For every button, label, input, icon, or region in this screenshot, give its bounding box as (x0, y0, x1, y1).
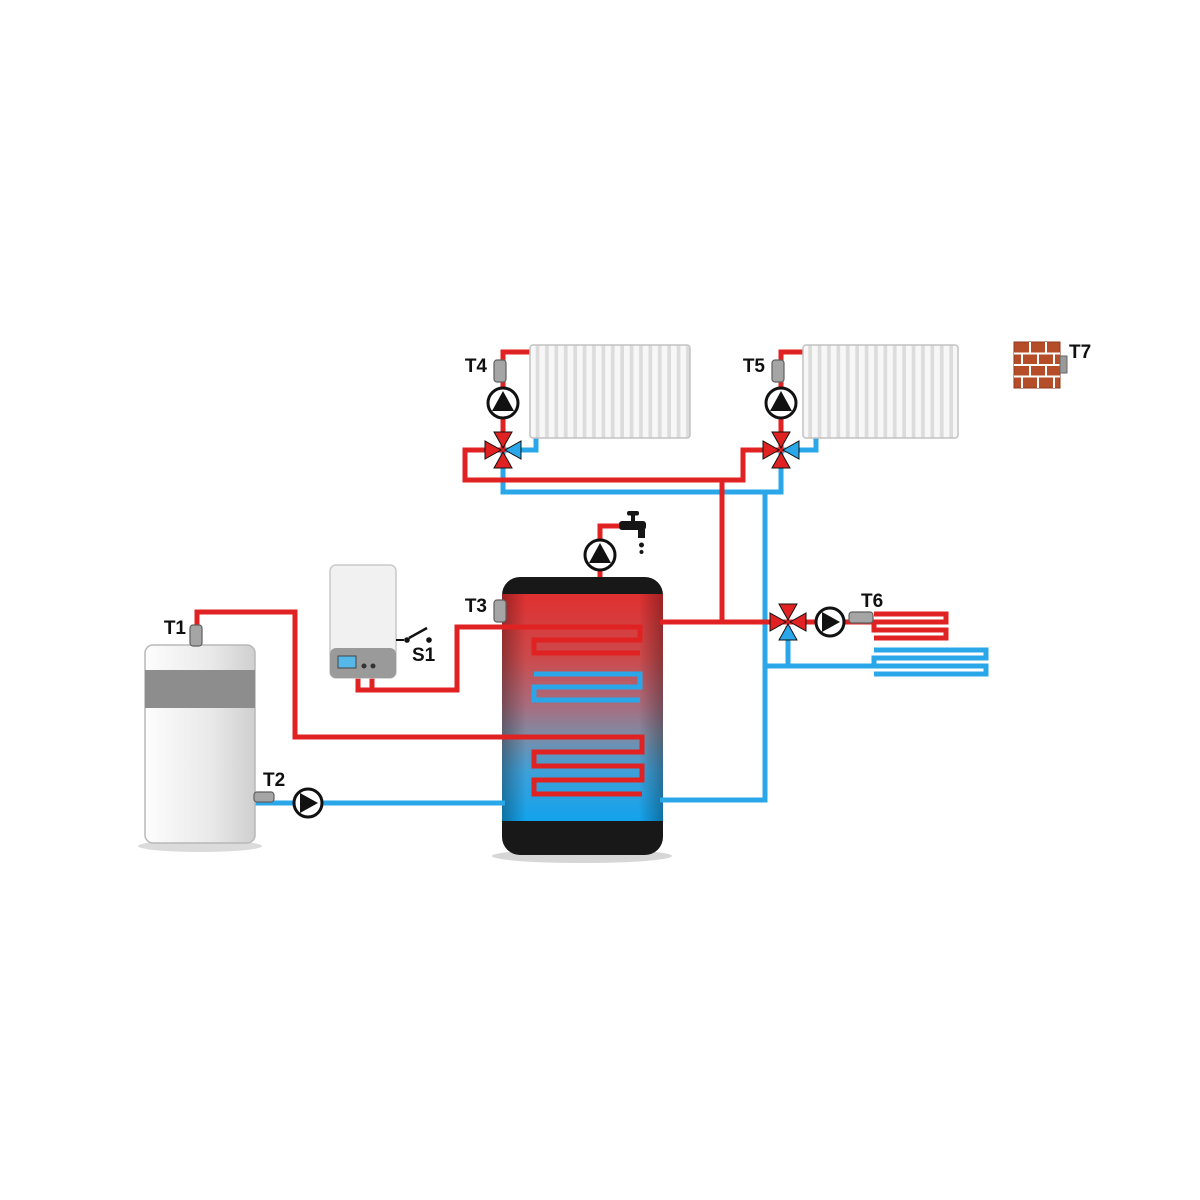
sensor-t3 (493, 599, 507, 623)
labels: T1 T2 T3 T4 T5 T6 T7 S1 (164, 342, 1091, 791)
pump-direction (822, 612, 840, 632)
pump-direction (770, 391, 792, 411)
label-t5: T5 (743, 356, 766, 377)
brick-mortar (1014, 342, 1060, 388)
valve-port (493, 431, 513, 450)
mixing-valves (484, 431, 807, 641)
valve-port (778, 603, 798, 622)
sensor-t4 (493, 359, 507, 383)
mixing-valve-floor-heating (769, 603, 807, 641)
pipe-return-main (660, 492, 768, 803)
pipe-return-trunk (500, 450, 784, 495)
valve-port (778, 622, 798, 641)
mixing-valve-radiator1 (484, 431, 522, 469)
controller-display (337, 655, 357, 669)
sensor-t6 (848, 611, 874, 624)
pump-radiator1 (486, 386, 520, 420)
valve-port (788, 612, 807, 632)
tank-shading (502, 594, 663, 821)
buffer-tank (502, 577, 663, 855)
valve-port (503, 440, 522, 460)
pump-boiler (292, 787, 324, 819)
valve-port (771, 450, 791, 469)
valve-port (493, 450, 513, 469)
pump-dhw (583, 538, 617, 572)
label-t6: T6 (861, 591, 883, 612)
wall-controller (329, 564, 397, 679)
faucet-body (619, 521, 646, 530)
pump-floor-heating (814, 606, 846, 638)
faucet-icon (619, 511, 646, 554)
switch-terminal (426, 637, 432, 643)
valve-port (484, 440, 503, 460)
water-drop (639, 550, 644, 554)
boiler-band (145, 670, 255, 708)
sensor-t1 (189, 624, 203, 647)
faucet-stem (631, 515, 635, 522)
radiator-panel (529, 344, 691, 439)
valve-port (781, 440, 800, 460)
radiator-2 (802, 344, 959, 439)
pump-direction (492, 391, 514, 411)
valve-port (771, 431, 791, 450)
pump-direction (589, 543, 611, 563)
switch-terminal (404, 637, 410, 643)
switch-blade (408, 626, 428, 640)
floor-heating-return-coil (763, 626, 989, 677)
label-t1: T1 (164, 618, 187, 639)
radiator-1 (529, 344, 691, 439)
controller-led (361, 663, 367, 669)
water-drop (639, 542, 644, 548)
boiler (144, 644, 256, 844)
faucet-handle (627, 511, 639, 516)
sensor-t7 (1059, 355, 1068, 374)
pumps (292, 386, 846, 819)
controller-led (370, 663, 376, 669)
tank-middle-coil (531, 671, 643, 703)
label-s1: S1 (412, 645, 436, 666)
pump-radiator2 (764, 386, 798, 420)
mixing-valve-radiator2 (762, 431, 800, 469)
label-t4: T4 (465, 356, 488, 377)
pump-direction (300, 793, 318, 813)
pipe-boiler-supply-lower-coil (194, 609, 645, 797)
label-t2: T2 (263, 770, 285, 791)
label-t3: T3 (465, 596, 487, 617)
faucet-spout (638, 529, 645, 538)
sensor-t5 (771, 359, 785, 383)
sensor-t2 (253, 791, 275, 803)
brick-wall-sensor (1013, 341, 1068, 389)
radiator-panel (802, 344, 959, 439)
valve-port (769, 612, 788, 632)
sensors (189, 359, 874, 803)
switch-s1 (396, 626, 432, 643)
label-t7: T7 (1069, 342, 1091, 363)
valve-port (762, 440, 781, 460)
